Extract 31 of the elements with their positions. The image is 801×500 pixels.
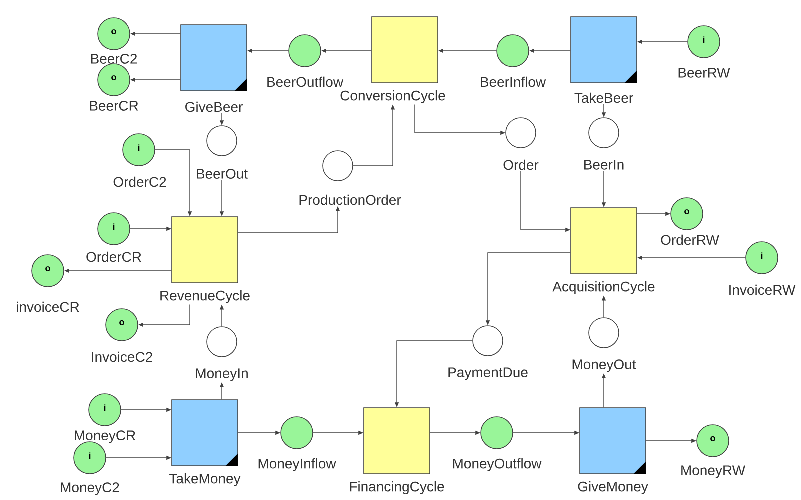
node-label: BeerC2 [91,54,138,64]
node-label: GiveBeer [186,102,243,112]
node-label: OrderCR [86,252,142,262]
node-label: BeerOut [197,169,248,179]
node-label: MoneyCR [75,430,136,444]
node-label: InvoiceRW [730,284,796,296]
node-label: MoneyInflow [258,458,336,472]
node-label: RevenueCycle [160,290,250,304]
node-label: BeerCR [90,101,138,111]
node-label: Order [504,160,539,170]
node-label: ProductionOrder [300,194,402,206]
node-label: TakeBeer [574,92,634,104]
node-label: BeerOutflow [268,76,344,88]
node-label: OrderRW [661,234,720,246]
node-label: AcquisitionCycle [552,281,655,294]
node-label: GiveMoney [578,481,648,494]
node-label: MoneyOutflow [453,458,542,472]
node-label: TakeMoney [170,473,241,486]
node-label: MoneyOut [572,360,636,372]
node-label: BeerInflow [481,76,546,88]
node-label: InvoiceC2 [92,352,152,362]
node-label: ConversionCycle [340,90,446,104]
node-label: MoneyRW [682,466,746,478]
node-label: MoneyIn [196,368,248,382]
node-label: OrderC2 [114,176,166,188]
node-label: FinancingCycle [350,481,444,494]
node-label: BeerIn [584,160,624,170]
node-label: invoiceCR [17,302,80,312]
node-label: MoneyC2 [61,482,120,496]
node-label: PaymentDue [448,368,528,380]
node-label: BeerRW [678,68,730,78]
